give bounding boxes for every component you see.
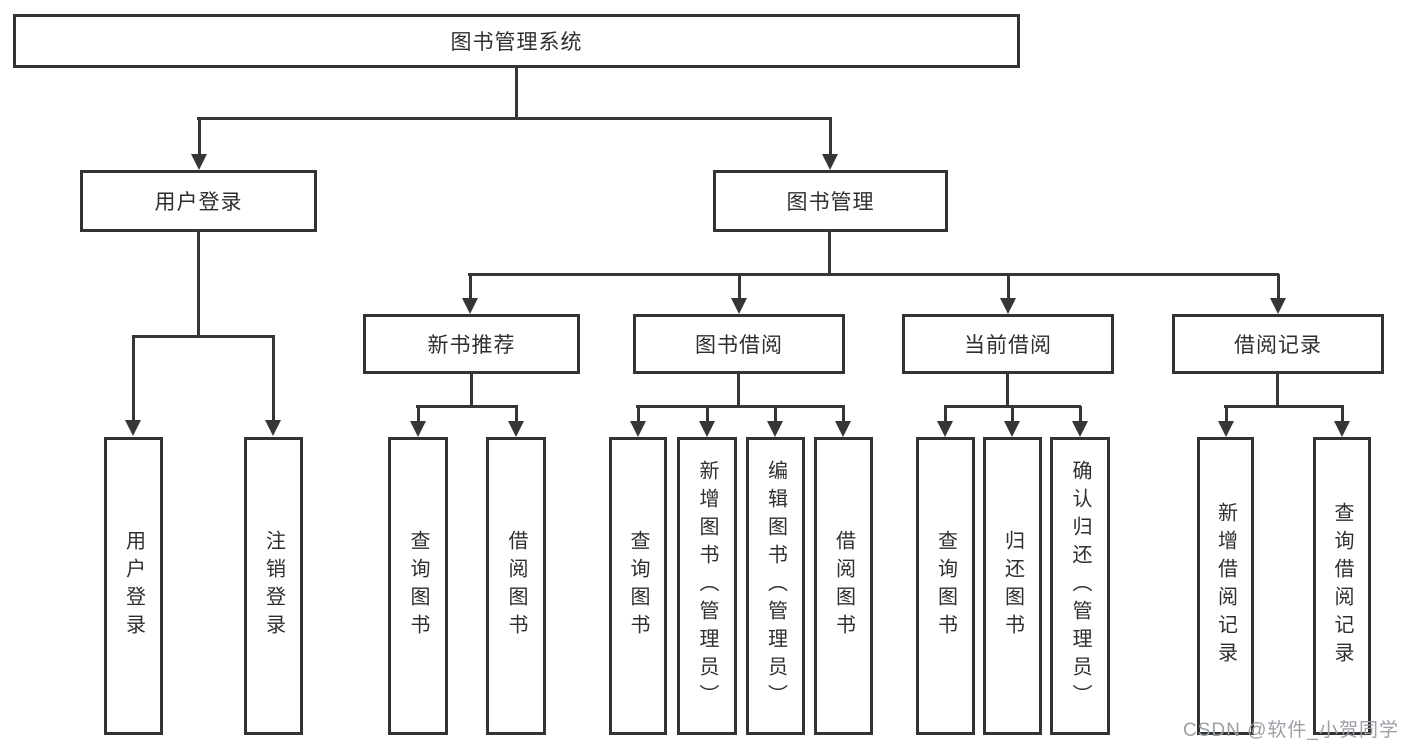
node-new-book-recommend: 新书推荐 — [363, 314, 580, 374]
leaf-add-books-admin: 新增图书（管理员） — [677, 437, 737, 735]
node-label: 用户登录 — [154, 191, 243, 214]
node-label: 借阅图书 — [832, 530, 855, 642]
node-borrowing-records: 借阅记录 — [1172, 314, 1384, 374]
arrow-down-icon — [125, 336, 141, 436]
connector-root-stub — [515, 67, 518, 118]
leaf-query-borrow-record: 查询借阅记录 — [1313, 437, 1371, 735]
arrow-down-icon — [265, 336, 281, 436]
connector-new-book-branch — [416, 405, 518, 408]
arrow-down-icon — [410, 406, 426, 437]
node-label: 新增图书（管理员） — [696, 460, 718, 712]
connector-borrowing-records-branch — [1224, 405, 1344, 408]
node-label: 用户登录 — [122, 530, 145, 642]
connector-new-book-stub — [470, 373, 473, 408]
arrow-down-icon — [1004, 406, 1020, 437]
arrow-down-icon — [1000, 274, 1016, 314]
node-label: 借阅记录 — [1234, 334, 1322, 357]
node-label: 当前借阅 — [964, 334, 1052, 357]
arrow-down-icon — [835, 406, 851, 437]
arrow-down-icon — [191, 118, 207, 170]
leaf-borrow-books-recommend: 借阅图书 — [486, 437, 546, 735]
connector-level3-branch — [468, 273, 1279, 276]
arrow-down-icon — [1334, 406, 1350, 437]
node-label: 图书管理 — [786, 191, 875, 214]
node-label: 查询图书 — [934, 530, 957, 642]
leaf-query-books-borrowing: 查询图书 — [609, 437, 667, 735]
node-user-login: 用户登录 — [80, 170, 317, 232]
connector-level2-branch — [197, 117, 832, 120]
node-label: 查询借阅记录 — [1331, 502, 1353, 670]
node-label: 查询图书 — [627, 530, 649, 642]
leaf-query-books-recommend: 查询图书 — [388, 437, 448, 735]
arrow-down-icon — [1218, 406, 1234, 437]
node-label: 归还图书 — [1001, 530, 1024, 642]
node-label: 图书管理系统 — [450, 31, 583, 54]
connector-book-borrowing-branch — [636, 405, 845, 408]
leaf-edit-books-admin: 编辑图书（管理员） — [746, 437, 805, 735]
arrow-down-icon — [1270, 274, 1286, 314]
arrow-down-icon — [1072, 406, 1088, 437]
leaf-logout: 注销登录 — [244, 437, 303, 735]
node-current-borrowing: 当前借阅 — [902, 314, 1114, 374]
connector-borrowing-records-stub — [1276, 373, 1279, 408]
csdn-watermark: CSDN @软件_小贺同学 — [1183, 720, 1399, 741]
arrow-down-icon — [767, 406, 783, 437]
arrow-down-icon — [508, 406, 524, 437]
node-label: 注销登录 — [262, 530, 285, 642]
leaf-user-login: 用户登录 — [104, 437, 163, 735]
connector-user-login-stub — [197, 231, 200, 337]
leaf-confirm-return-admin: 确认归还（管理员） — [1050, 437, 1110, 735]
connector-book-management-stub — [828, 231, 831, 276]
arrow-down-icon — [630, 406, 646, 437]
node-book-management: 图书管理 — [713, 170, 948, 232]
leaf-query-books-current: 查询图书 — [916, 437, 975, 735]
node-label: 查询图书 — [407, 530, 429, 642]
arrow-down-icon — [699, 406, 715, 437]
node-library-system: 图书管理系统 — [13, 14, 1020, 68]
leaf-borrow-books: 借阅图书 — [814, 437, 873, 735]
leaf-add-borrow-record: 新增借阅记录 — [1197, 437, 1254, 735]
connector-user-login-branch — [132, 335, 275, 338]
arrow-down-icon — [462, 274, 478, 314]
node-label: 新书推荐 — [427, 334, 516, 357]
node-label: 借阅图书 — [505, 530, 527, 642]
arrow-down-icon — [937, 406, 953, 437]
arrow-down-icon — [822, 118, 838, 170]
node-label: 新增借阅记录 — [1214, 502, 1237, 670]
connector-book-borrowing-stub — [737, 373, 740, 408]
arrow-down-icon — [731, 274, 747, 314]
node-label: 图书借阅 — [695, 334, 783, 357]
node-label: 编辑图书（管理员） — [764, 460, 787, 712]
leaf-return-books: 归还图书 — [983, 437, 1042, 735]
node-book-borrowing: 图书借阅 — [633, 314, 845, 374]
node-label: 确认归还（管理员） — [1069, 460, 1091, 712]
connector-current-borrowing-stub — [1006, 373, 1009, 408]
